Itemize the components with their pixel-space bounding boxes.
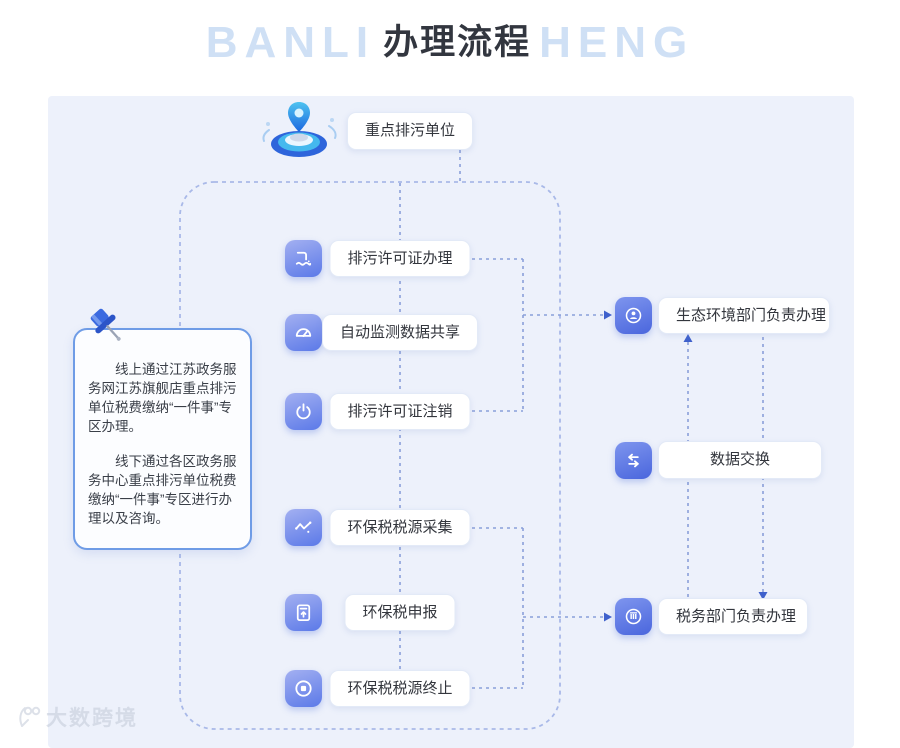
node-discharge-permit-cancellation: 排污许可证注销 [329, 393, 471, 430]
note-paragraph-offline: 线下通过各区政务服务中心重点排污单位税费缴纳“一件事”专区进行办理以及咨询。 [88, 454, 237, 526]
pushpin-icon [90, 308, 121, 341]
node-eco-department: 生态环境部门负责办理 [658, 297, 830, 334]
platform-pin-3d-icon [262, 102, 337, 157]
node-data-exchange: 数据交换 [658, 441, 822, 479]
stop-record-icon [285, 670, 322, 707]
node-envtax-source-collection: 环保税税源采集 [329, 509, 471, 546]
node-tax-department: 税务部门负责办理 [658, 598, 808, 635]
node-envtax-source-termination: 环保税税源终止 [329, 670, 471, 707]
title-pinyin-right: HENG [539, 18, 695, 67]
discharge-pipe-icon [285, 240, 322, 277]
note-callout: 线上通过江苏政务服务网江苏旗舰店重点排污单位税费缴纳“一件事”专区办理。 线下通… [73, 328, 252, 550]
tax-emblem-icon [615, 598, 652, 635]
node-envtax-declaration: 环保税申报 [344, 594, 456, 631]
title-text: 办理流程 [375, 8, 540, 78]
page-title: BANLI 办理流程 HENG [0, 8, 900, 78]
document-upload-icon [285, 594, 322, 631]
gauge-icon [285, 314, 322, 351]
watermark: 大数跨境 [14, 702, 138, 732]
swap-arrows-icon [615, 442, 652, 479]
note-paragraph-online: 线上通过江苏政务服务网江苏旗舰店重点排污单位税费缴纳“一件事”专区办理。 [88, 362, 237, 434]
node-discharge-permit-handling: 排污许可证办理 [329, 240, 471, 277]
pulse-icon [285, 509, 322, 546]
node-auto-monitoring-data-sharing: 自动监测数据共享 [321, 314, 479, 351]
eco-emblem-icon [615, 297, 652, 334]
node-key-pollutant-unit: 重点排污单位 [346, 112, 474, 150]
title-pinyin-left: BANLI [205, 18, 376, 67]
power-icon [285, 393, 322, 430]
dashu-logo-icon [19, 706, 41, 727]
watermark-text: 大数跨境 [46, 707, 138, 730]
